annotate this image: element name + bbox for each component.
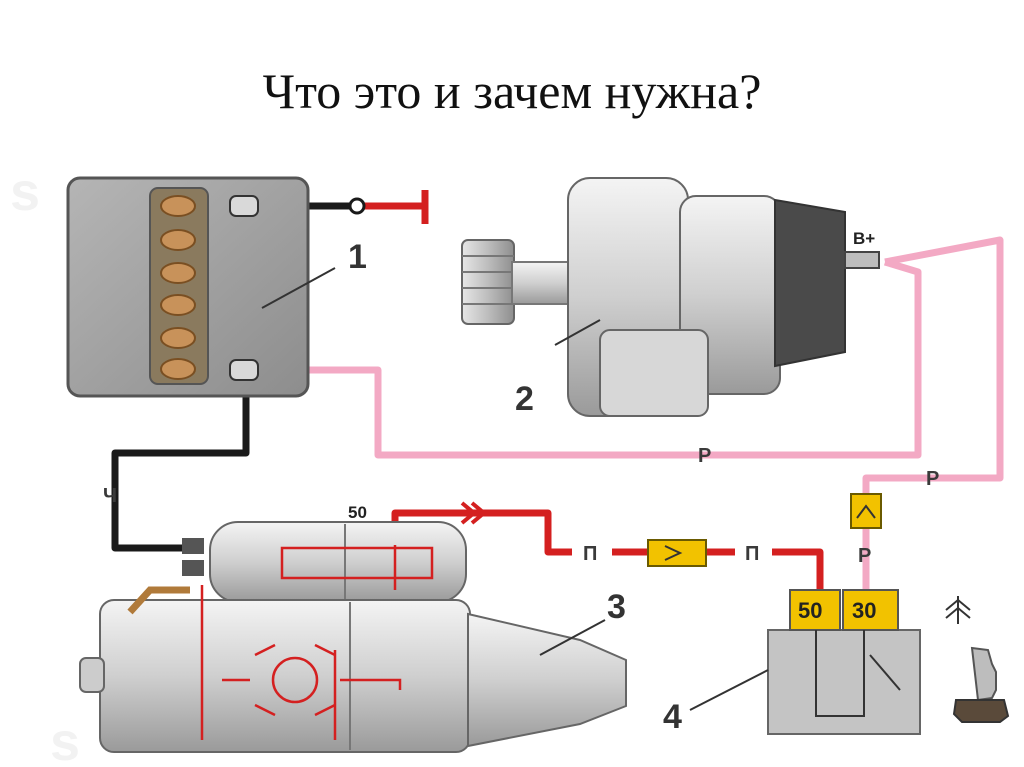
wire-label-red-left: П <box>583 543 597 565</box>
svg-text:s: s <box>50 712 80 767</box>
starter-terminal-50-label: 50 <box>348 503 367 522</box>
starter <box>79 521 627 753</box>
callout-generator: 2 <box>515 380 534 418</box>
callout-starter: 3 <box>607 588 626 626</box>
battery-minus-terminal <box>229 195 259 217</box>
ignition-switch <box>689 589 921 735</box>
battery <box>66 176 336 398</box>
svg-text:s: s <box>10 162 40 222</box>
slide-title: Что это и зачем нужна? <box>262 63 762 119</box>
key-icon <box>952 646 1010 723</box>
wire-label-red-right: П <box>745 543 759 565</box>
wire-label-ground: Ч <box>103 485 117 507</box>
wire-label-pink-right: Р <box>926 468 939 490</box>
fuse-vertical <box>850 493 882 529</box>
battery-plus-terminal <box>229 359 259 381</box>
wire-label-pink-main: Р <box>698 445 711 467</box>
wire-label-pink-fuse: Р <box>858 545 871 567</box>
switch-terminal-30-label: 30 <box>852 598 876 623</box>
watermark: s s <box>10 162 80 767</box>
generator-b-plus-label: B+ <box>853 229 875 248</box>
arrow-icon <box>460 501 488 525</box>
callout-battery: 1 <box>348 238 367 276</box>
antenna-icon <box>945 596 971 624</box>
fuse-horizontal <box>647 539 707 567</box>
pink-wire <box>262 236 1004 590</box>
starter-internal-circuit <box>200 545 434 740</box>
ground-ring <box>348 197 366 215</box>
generator <box>461 177 880 417</box>
callout-ignition-switch: 4 <box>663 698 682 736</box>
switch-terminal-50-label: 50 <box>798 598 822 623</box>
callout-starter-leader <box>539 619 606 656</box>
battery-cell-caps <box>160 195 196 380</box>
